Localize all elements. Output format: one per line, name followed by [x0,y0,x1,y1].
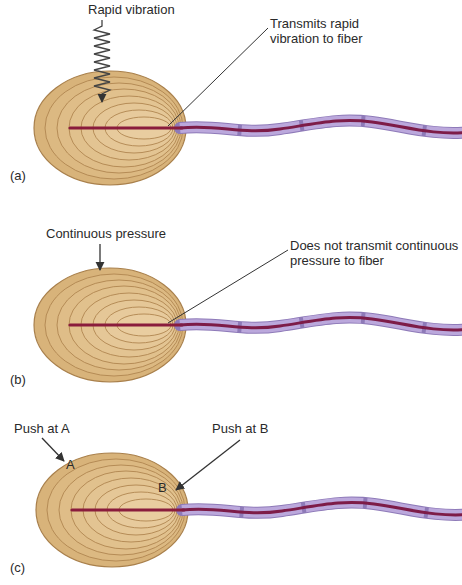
leader-line [168,250,288,323]
callout-text: Push at A [14,421,114,436]
callout-text: Continuous pressure [46,226,206,241]
pacinian-corpuscle [34,71,462,185]
panel-letter: (b) [10,372,50,387]
pressure-arrow [99,244,100,270]
callout-text: Transmits rapid vibration to fiber [270,16,410,46]
panel-letter: (a) [10,168,50,183]
callout-text: Push at B [212,421,312,436]
pacinian-corpuscle [36,453,462,567]
point-letter: A [66,457,86,472]
pacinian-corpuscle [34,268,462,382]
vibration-spring [94,20,110,102]
callout-text: Does not transmit continuous pressure to… [290,238,462,268]
callout-text: Rapid vibration [88,2,208,17]
leader-line [168,28,268,126]
point-letter: B [158,480,178,495]
panel-letter: (c) [10,560,50,575]
push-arrow [176,440,240,490]
push-arrow [42,438,64,461]
